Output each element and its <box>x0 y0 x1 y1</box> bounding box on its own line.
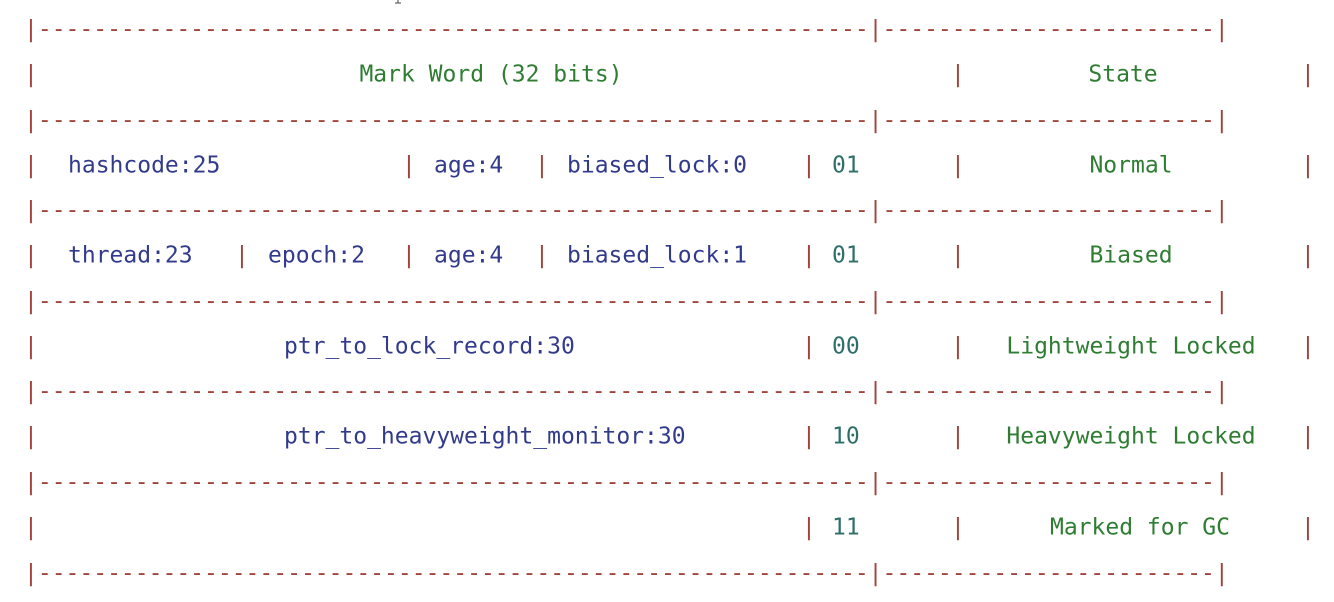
column-divider: | <box>24 423 38 450</box>
field-divider: | <box>402 152 416 179</box>
column-divider: | <box>24 514 38 541</box>
column-divider: | <box>1301 61 1315 88</box>
column-divider: | <box>1301 514 1315 541</box>
field-ptr-to-lock-record: ptr_to_lock_record:30 <box>284 333 575 360</box>
state-header: State <box>1088 61 1158 88</box>
column-divider: | <box>951 423 965 450</box>
field-age: age:4 <box>434 242 504 269</box>
lock-bits: 11 <box>832 514 860 541</box>
table-border-line: |---------------------------------------… <box>24 288 1229 315</box>
state-normal: Normal <box>1089 152 1173 179</box>
table-border-line: |---------------------------------------… <box>24 197 1229 224</box>
column-divider: | <box>951 61 965 88</box>
state-lightweight-locked: Lightweight Locked <box>1006 333 1256 360</box>
field-divider: | <box>802 333 816 360</box>
column-divider: | <box>1301 242 1315 269</box>
column-divider: | <box>951 152 965 179</box>
field-divider: | <box>402 242 416 269</box>
field-age: age:4 <box>434 152 504 179</box>
column-divider: | <box>24 152 38 179</box>
lock-bits: 01 <box>832 242 860 269</box>
table-border-line: |---------------------------------------… <box>24 560 1229 587</box>
state-biased: Biased <box>1089 242 1173 269</box>
column-divider: | <box>24 242 38 269</box>
table-border-line: |---------------------------------------… <box>24 16 1229 43</box>
column-divider: | <box>951 514 965 541</box>
column-divider: | <box>24 61 38 88</box>
field-epoch: epoch:2 <box>268 242 365 269</box>
column-divider: | <box>1301 333 1315 360</box>
column-divider: | <box>1301 423 1315 450</box>
field-biased-lock: biased_lock:0 <box>567 152 748 179</box>
field-ptr-to-heavyweight-monitor: ptr_to_heavyweight_monitor:30 <box>284 423 686 450</box>
field-divider: | <box>535 242 549 269</box>
column-divider: | <box>1301 152 1315 179</box>
state-marked-for-gc: Marked for GC <box>1049 514 1231 541</box>
table-border-line: |---------------------------------------… <box>24 107 1229 134</box>
field-divider: | <box>235 242 249 269</box>
field-thread: thread:23 <box>68 242 193 269</box>
text-cursor-icon <box>395 0 401 4</box>
column-divider: | <box>951 242 965 269</box>
table-border-line: |---------------------------------------… <box>24 469 1229 496</box>
field-divider: | <box>802 514 816 541</box>
field-divider: | <box>802 423 816 450</box>
field-hashcode: hashcode:25 <box>68 152 221 179</box>
field-divider: | <box>802 242 816 269</box>
mark-word-header: Mark Word (32 bits) <box>359 61 623 88</box>
lock-bits: 01 <box>832 152 860 179</box>
table-border-line: |---------------------------------------… <box>24 378 1229 405</box>
field-biased-lock: biased_lock:1 <box>567 242 748 269</box>
state-heavyweight-locked: Heavyweight Locked <box>1006 423 1256 450</box>
field-divider: | <box>535 152 549 179</box>
lock-bits: 00 <box>832 333 860 360</box>
column-divider: | <box>951 333 965 360</box>
lock-bits: 10 <box>832 423 860 450</box>
column-divider: | <box>24 333 38 360</box>
field-divider: | <box>802 152 816 179</box>
